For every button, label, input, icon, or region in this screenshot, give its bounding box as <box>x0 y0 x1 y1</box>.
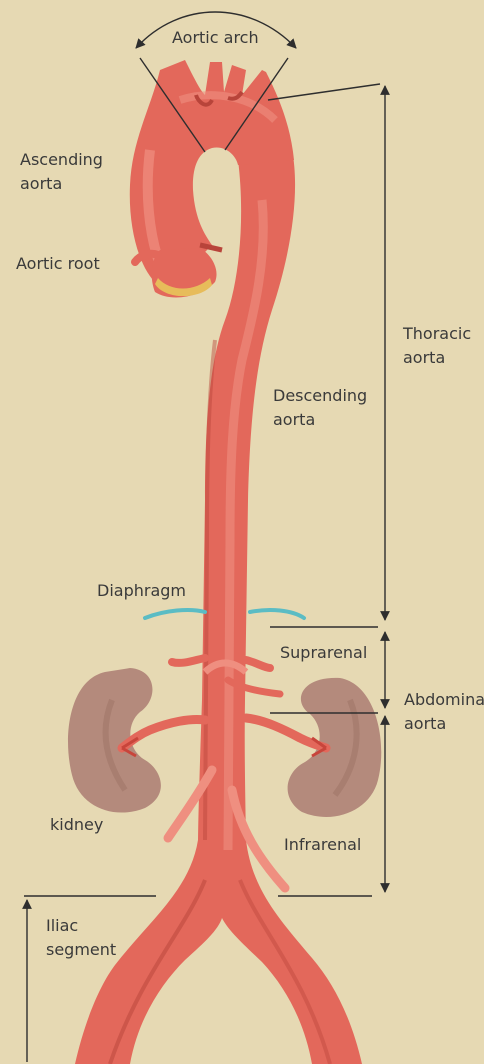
descending-aorta <box>198 150 295 850</box>
infrarenal-label: Infrarenal <box>284 833 361 857</box>
kidney-label: kidney <box>50 813 103 837</box>
aortic-arch-label: Aortic arch <box>172 26 259 50</box>
thoracic-aorta-label: Thoracic aorta <box>403 322 471 370</box>
ascending-aorta-label: Ascending aorta <box>20 148 103 196</box>
aortic-root-label: Aortic root <box>16 252 100 276</box>
right-kidney <box>288 678 382 817</box>
descending-aorta-label: Descending aorta <box>273 384 367 432</box>
iliac-arteries <box>75 840 362 1064</box>
iliac-segment-label: Iliac segment <box>46 914 116 962</box>
left-kidney <box>68 668 161 813</box>
aortic-root <box>135 248 217 297</box>
abdominal-aorta-label: Abdominal aorta <box>404 688 484 736</box>
suprarenal-label: Suprarenal <box>280 641 367 665</box>
diaphragm-label: Diaphragm <box>97 579 186 603</box>
